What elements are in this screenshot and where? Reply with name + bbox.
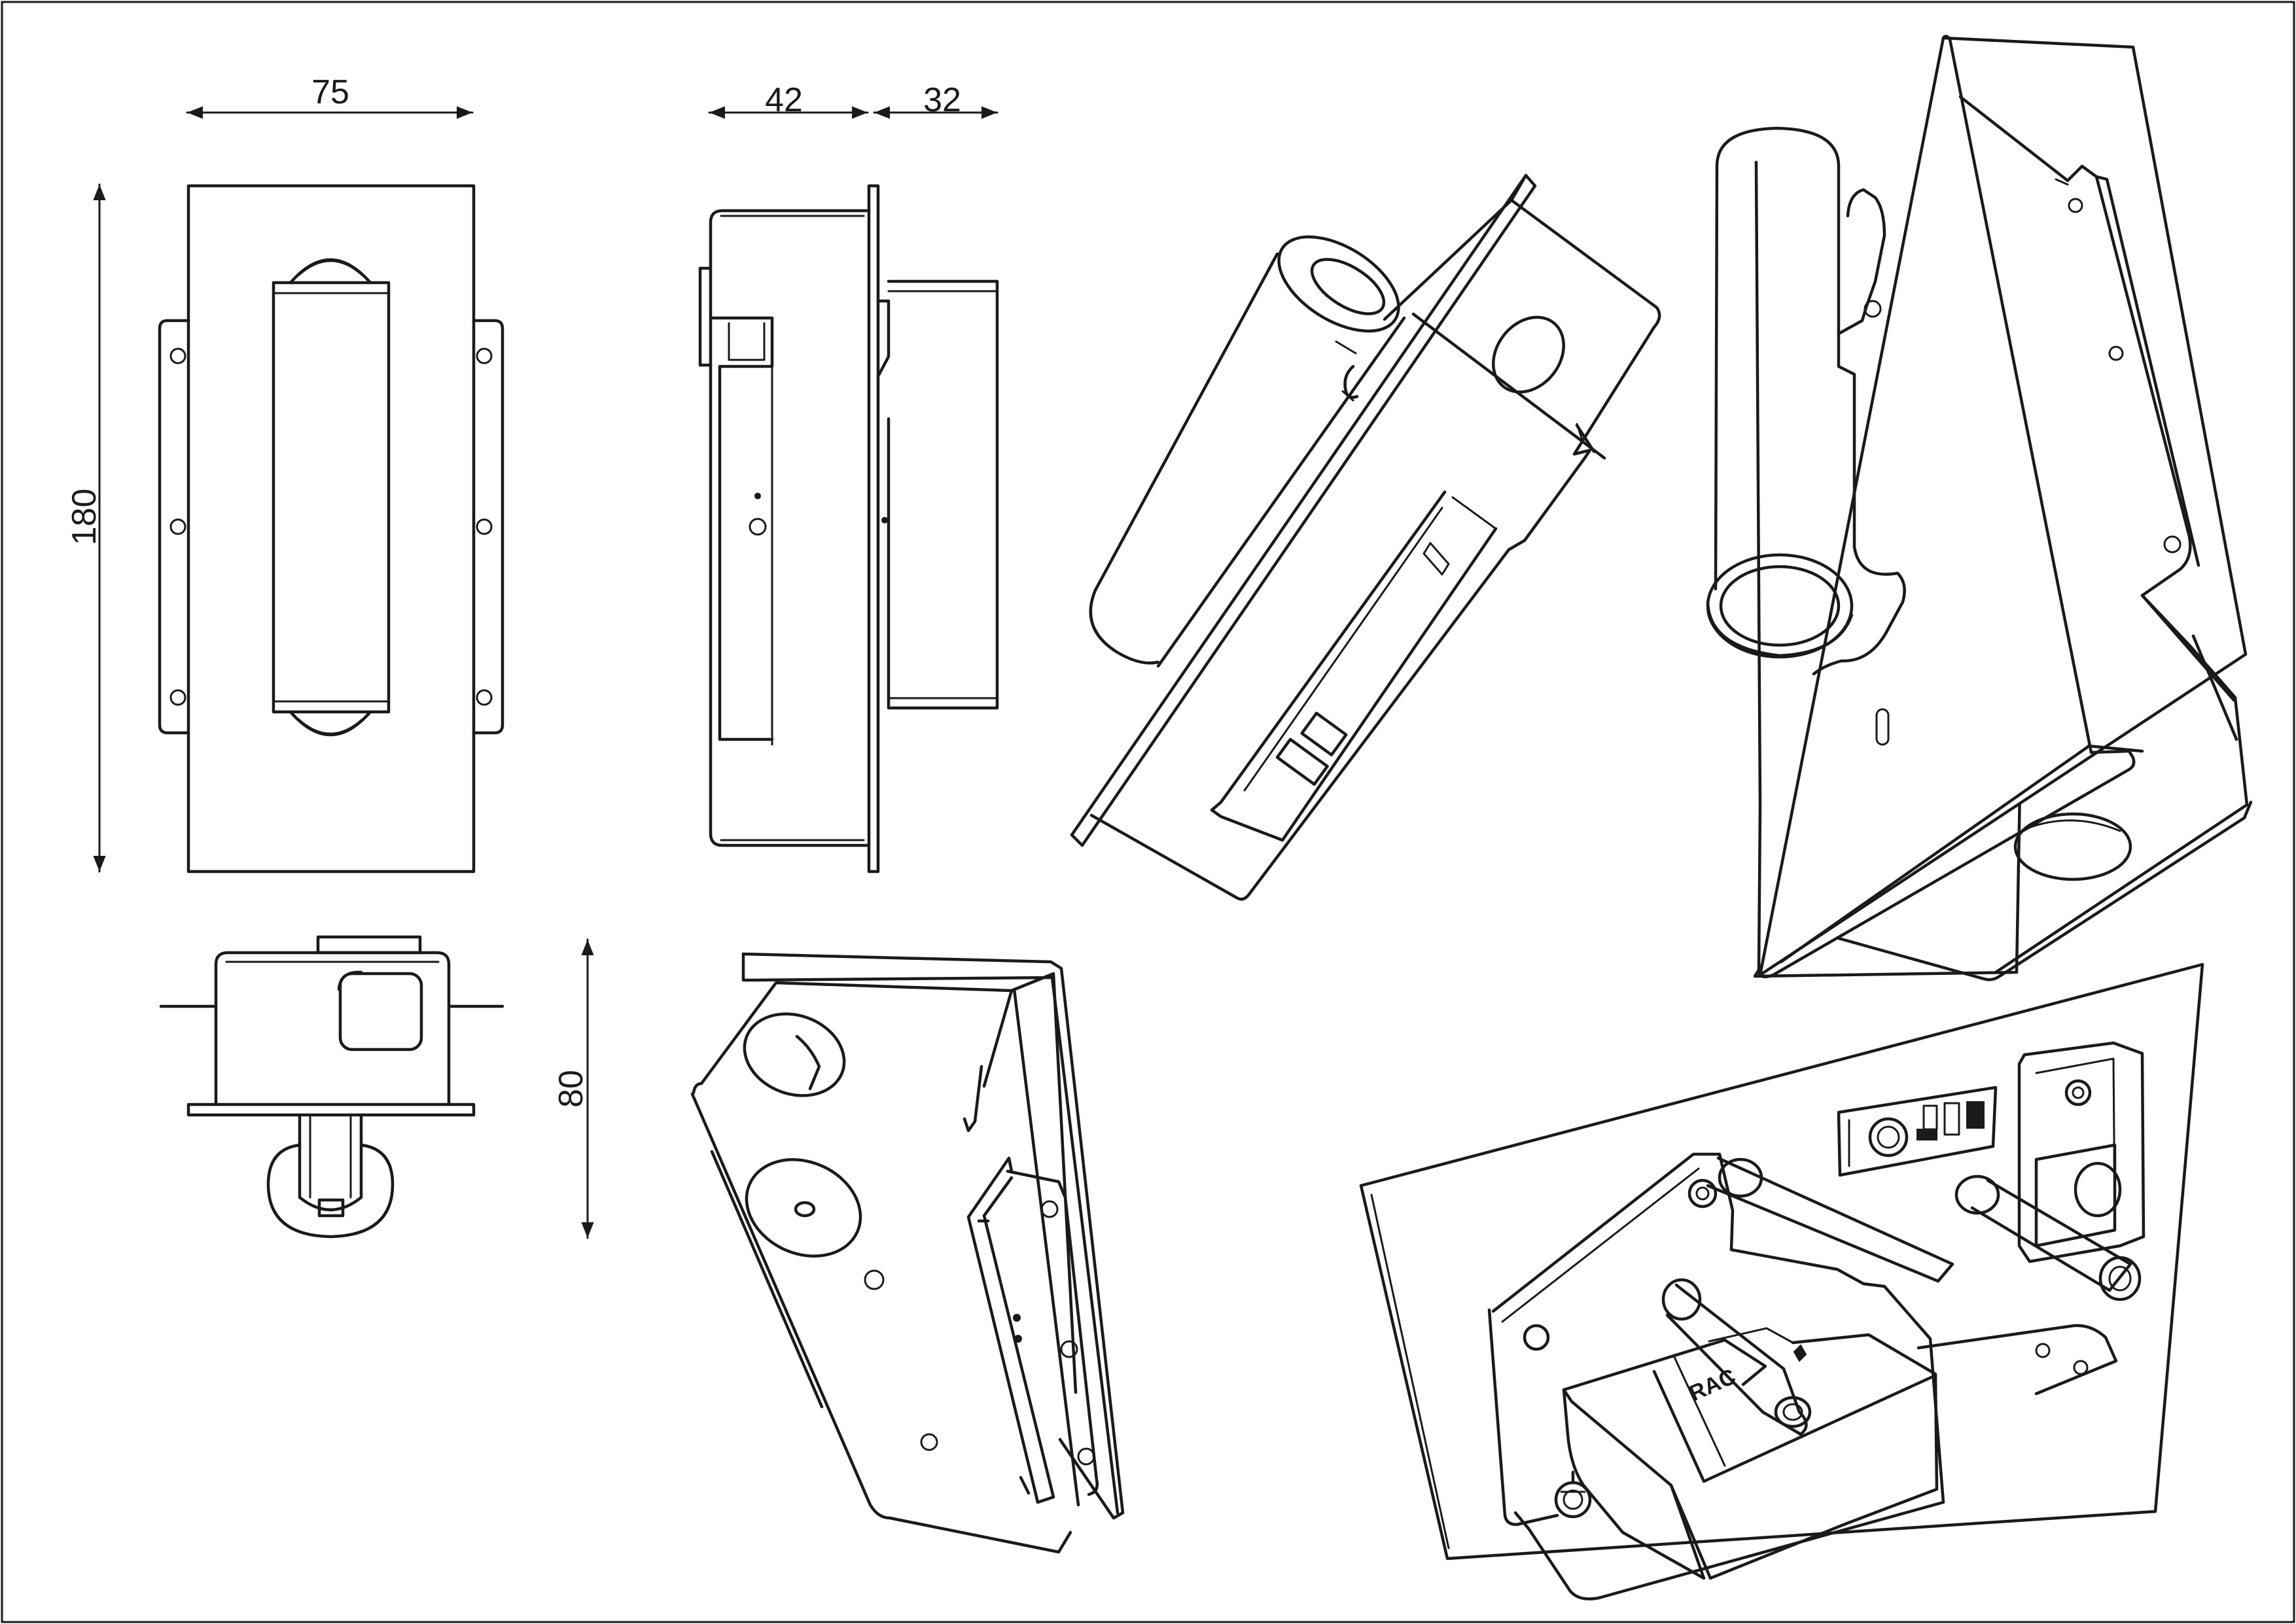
left-mounting-tab — [158, 319, 190, 735]
iso-view-lamp-upright — [1706, 35, 2253, 981]
top-view: 80 — [159, 935, 594, 1239]
dimension-width-label: 75 — [311, 73, 349, 111]
dimension-depth-front-label: 32 — [923, 81, 961, 119]
right-mounting-tab — [472, 319, 504, 735]
iso-view-back-internal: RAC — [1359, 962, 2204, 1600]
front-plate — [186, 184, 476, 874]
front-view: 75 180 — [65, 73, 504, 874]
dimension-height-label: 180 — [65, 489, 103, 546]
iso-view-lamp-rotated — [1070, 173, 1661, 901]
brand-mark-label: RAC — [1686, 1364, 1740, 1407]
dimension-depth-back-label: 42 — [765, 81, 803, 119]
iso-view-box-bottom — [690, 952, 1125, 1554]
side-view: 42 32 — [698, 81, 999, 874]
dimension-projection-label: 80 — [552, 1070, 590, 1108]
lamp-cylinder-front — [272, 281, 391, 714]
